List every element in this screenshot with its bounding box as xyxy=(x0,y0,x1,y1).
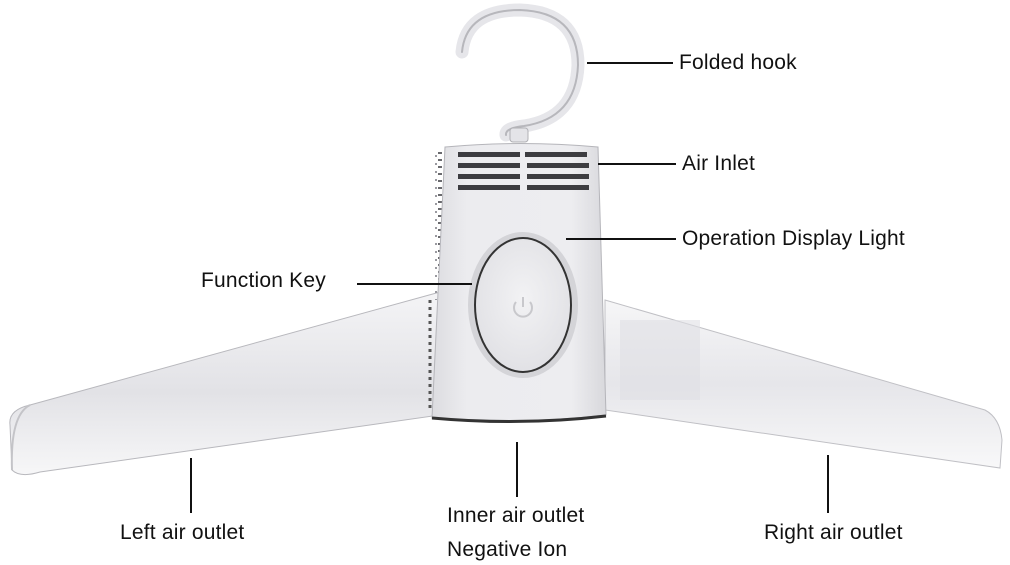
left-arm xyxy=(9,291,441,476)
function-key-label: Function Key xyxy=(201,269,326,292)
air-inlet-leader xyxy=(598,163,676,165)
right-arm xyxy=(604,299,1003,469)
operation-display-light-leader xyxy=(566,238,676,240)
folded-hook-leader xyxy=(587,62,673,64)
folded-hook-shape xyxy=(455,3,585,143)
air-inlet-label: Air Inlet xyxy=(682,152,755,175)
air-inlet-grille xyxy=(458,152,589,190)
power-icon xyxy=(513,297,533,318)
inner-air-outlet-leader xyxy=(516,442,518,497)
inner-air-outlet-label: Inner air outlet xyxy=(447,504,585,527)
operation-display-light-label: Operation Display Light xyxy=(682,227,905,250)
function-key-button[interactable] xyxy=(468,232,578,378)
side-vent-column xyxy=(435,152,442,300)
left-air-outlet-label: Left air outlet xyxy=(120,521,245,544)
function-key-leader xyxy=(357,283,472,285)
folded-hook-label: Folded hook xyxy=(679,51,797,74)
left-air-outlet-leader xyxy=(190,458,192,513)
negative-ion-label: Negative Ion xyxy=(447,538,568,561)
right-air-outlet-leader xyxy=(827,455,829,513)
right-air-outlet-label: Right air outlet xyxy=(764,521,903,544)
